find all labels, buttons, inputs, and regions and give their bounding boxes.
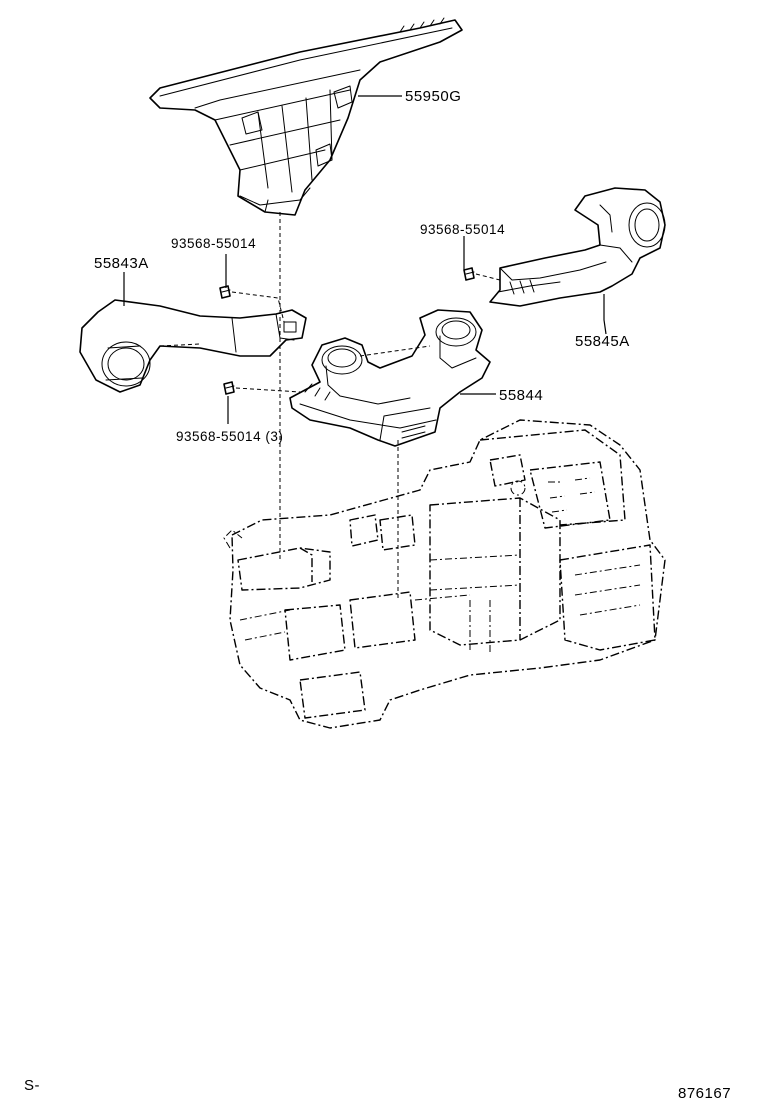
screw-right — [463, 267, 475, 281]
figure-number: 876167 — [678, 1085, 731, 1102]
label-55845a: 55845A — [575, 333, 630, 350]
screw-left — [219, 285, 231, 299]
screw-lower — [223, 381, 235, 395]
label-55844: 55844 — [499, 387, 543, 404]
label-55843a: 55843A — [94, 255, 149, 272]
duct-55950g — [149, 17, 463, 216]
assembly-guide-lines — [159, 212, 501, 600]
heater-unit-phantom — [223, 419, 666, 729]
duct-55845a — [489, 187, 666, 307]
label-screw-left: 93568-55014 — [171, 236, 256, 251]
label-screw-lower: 93568-55014 (3) — [176, 429, 283, 444]
footer-prefix: S- — [24, 1077, 40, 1094]
leader-lines — [123, 95, 607, 424]
label-screw-right: 93568-55014 — [420, 222, 505, 237]
label-55950g: 55950G — [405, 88, 461, 105]
duct-55844 — [289, 309, 491, 447]
duct-55843a — [79, 299, 307, 393]
